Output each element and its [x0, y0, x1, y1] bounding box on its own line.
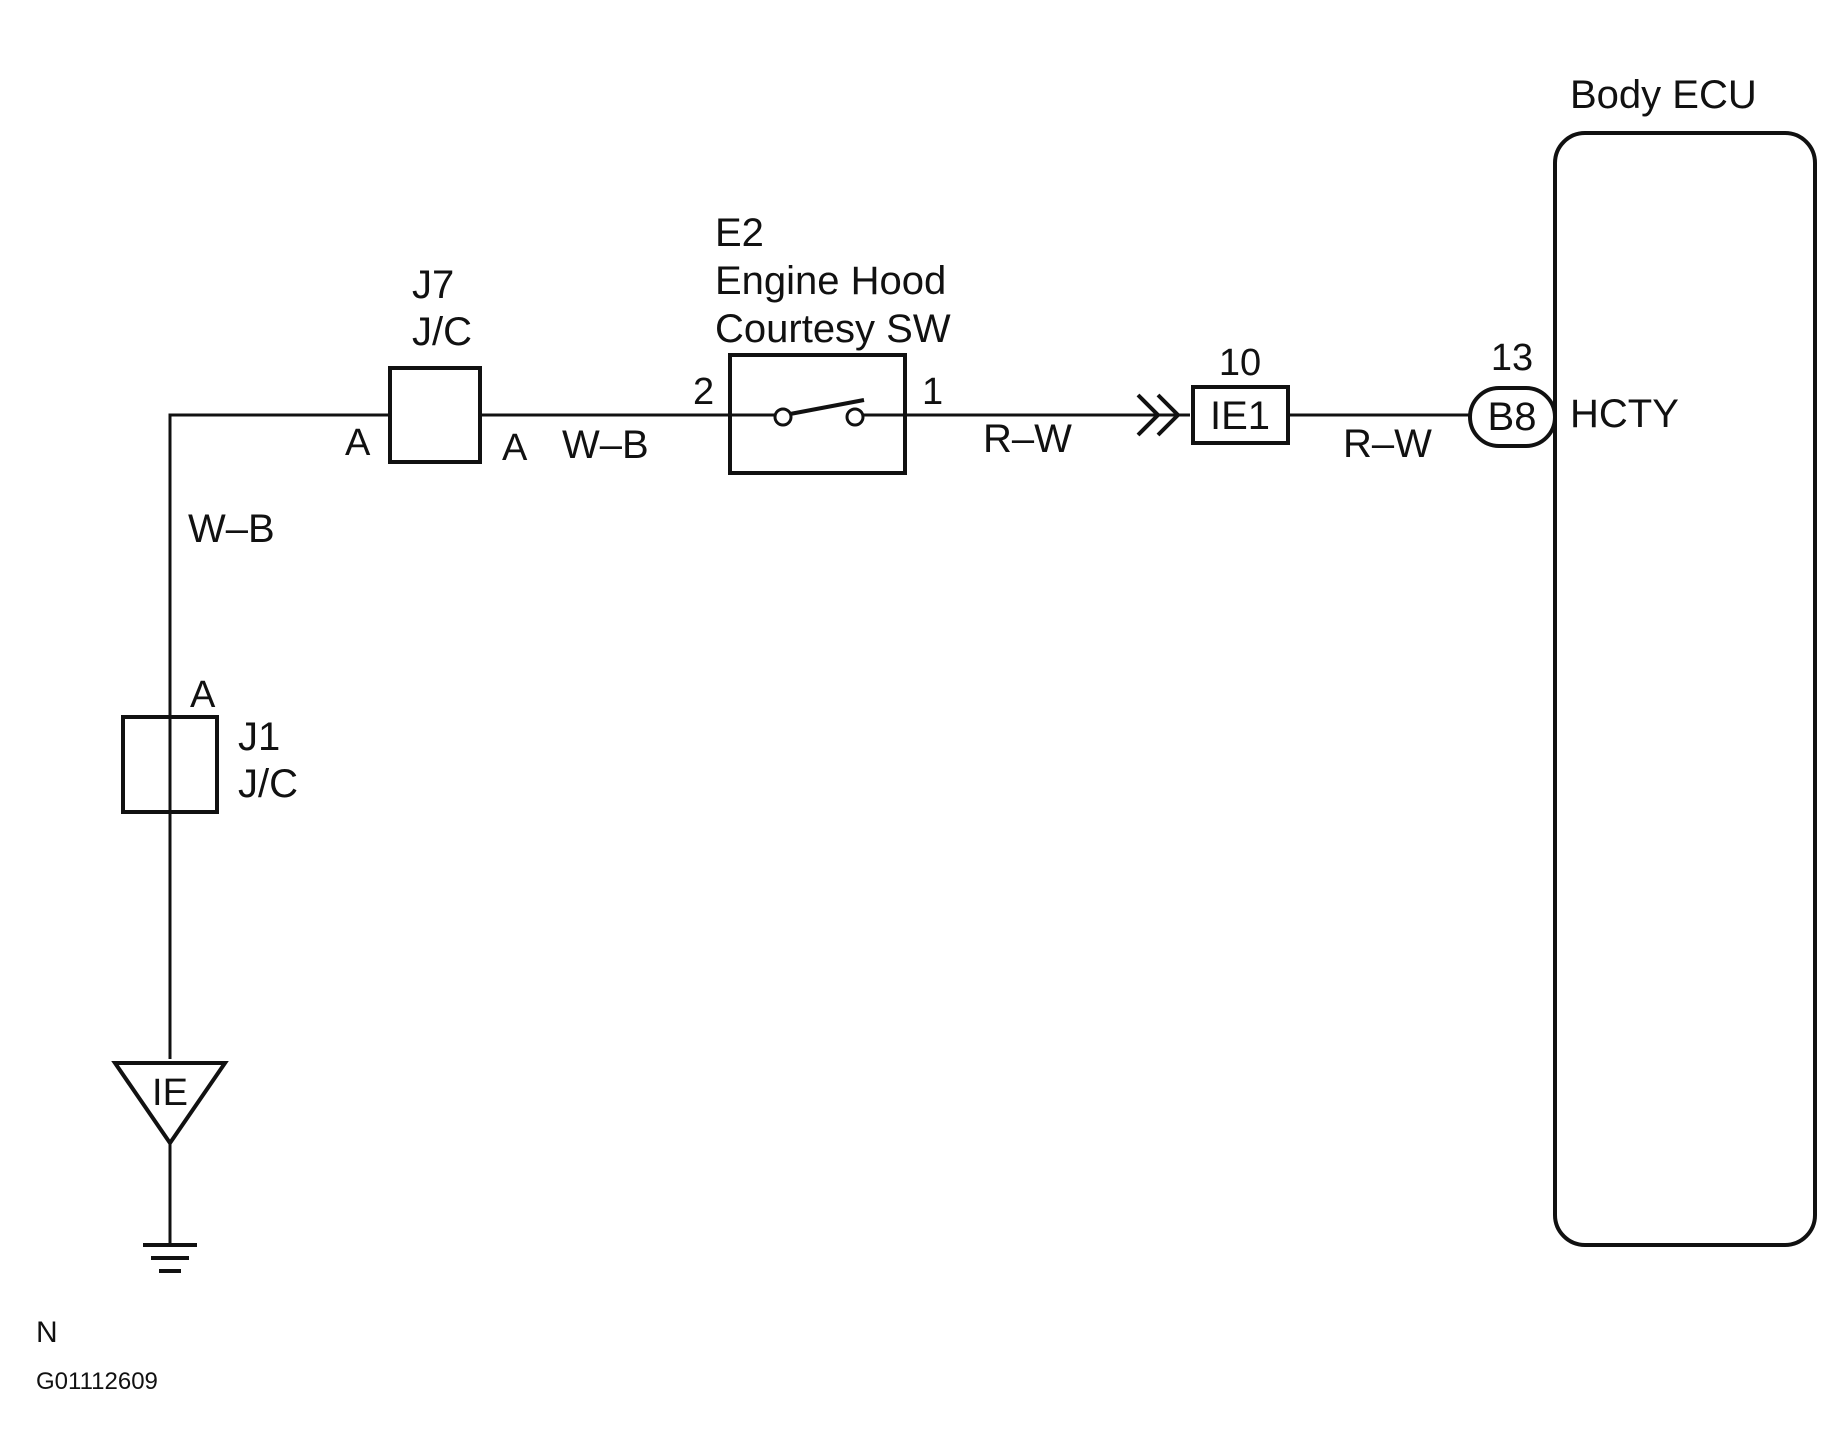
ie1-box	[1191, 385, 1290, 445]
ecu-terminal-label: HCTY	[1570, 392, 1679, 436]
wire-color-vertical: W–B	[188, 507, 275, 551]
b8-connector	[1468, 386, 1557, 448]
switch-pin-left: 2	[693, 371, 714, 413]
b8-connector-label: B8	[1488, 395, 1537, 439]
switch-name-line2: Courtesy SW	[715, 307, 951, 351]
switch-blade	[789, 398, 865, 416]
engine-hood-courtesy-switch: E2 Engine Hood Courtesy SW 2 1	[693, 211, 951, 475]
j7-junction-connector: J7 J/C A A	[345, 263, 528, 469]
figure-code: G01112609	[36, 1368, 158, 1395]
j7-pin-right: A	[502, 427, 528, 469]
ie1-pin-number: 10	[1219, 342, 1261, 384]
j1-pin-top: A	[190, 674, 216, 716]
switch-contact-left	[773, 407, 793, 427]
j7-code: J7	[412, 263, 454, 307]
wire-color-ie1-to-ecu: R–W	[1343, 422, 1432, 466]
body-ecu: Body ECU HCTY B8 13	[1468, 73, 1817, 1247]
ground-wire-vertical	[168, 413, 390, 1059]
footer: N G01112609	[36, 1316, 158, 1395]
wire-color-switch-to-ie1: R–W	[983, 417, 1072, 461]
body-ecu-box	[1553, 131, 1817, 1247]
ground-symbol-icon	[143, 1243, 197, 1273]
wire-color-labels: W–B W–B R–W R–W	[188, 417, 1432, 551]
switch-contact-right	[845, 407, 865, 427]
connector-chevron-1	[1136, 393, 1161, 437]
wires	[168, 413, 1470, 1245]
j1-box	[121, 715, 219, 814]
j1-code: J1	[238, 715, 280, 759]
switch-pin-right: 1	[922, 371, 943, 413]
body-ecu-title: Body ECU	[1570, 73, 1757, 117]
j1-junction-connector: A J1 J/C	[121, 674, 298, 814]
j7-type: J/C	[412, 310, 472, 354]
ground-point: IE	[111, 1061, 229, 1273]
ground-point-triangle	[111, 1061, 229, 1147]
wire-color-j7-to-switch: W–B	[562, 423, 649, 467]
footer-note: N	[36, 1316, 58, 1349]
switch-code: E2	[715, 211, 764, 255]
ie1-connector: IE1 10	[1136, 342, 1290, 445]
ground-point-label: IE	[152, 1072, 188, 1114]
switch-name-line1: Engine Hood	[715, 259, 946, 303]
j7-pin-left: A	[345, 422, 371, 464]
j1-type: J/C	[238, 762, 298, 806]
b8-pin-number: 13	[1491, 337, 1533, 379]
connector-chevron-2	[1156, 393, 1181, 437]
ie1-label: IE1	[1210, 394, 1270, 438]
j7-box	[388, 366, 482, 464]
